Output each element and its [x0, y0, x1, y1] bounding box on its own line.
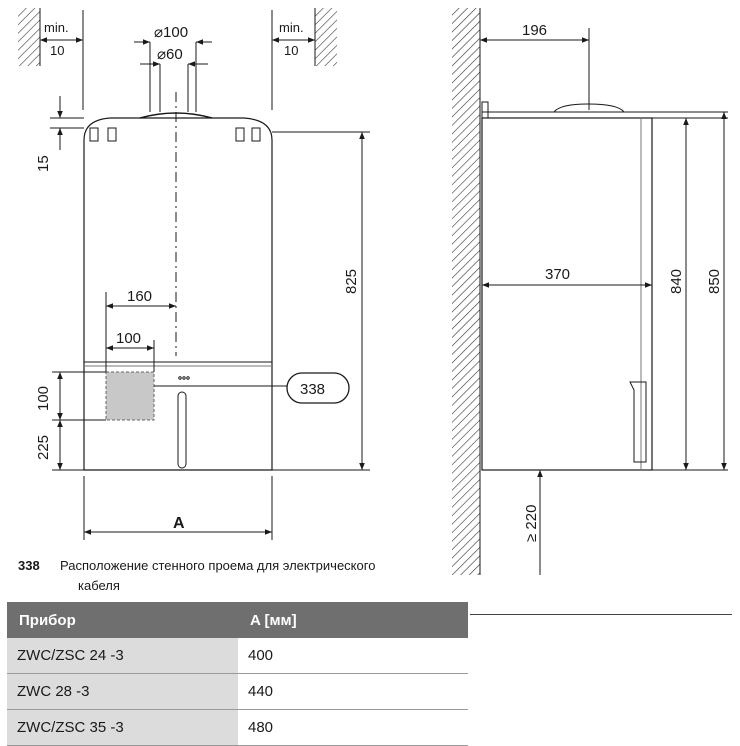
front-view-labels: min. 10 min. 10 ⌀100 ⌀60 15 825 160 100 … [35, 20, 360, 532]
caption-number: 338 [18, 558, 40, 573]
left-wall-hatch [18, 8, 40, 66]
width-a-label: A [173, 515, 185, 532]
dim-850-label: 850 [706, 269, 723, 294]
a-value-cell: 440 [238, 673, 468, 710]
diameter-inner-label: ⌀60 [157, 46, 183, 63]
side-view [452, 8, 728, 575]
dim-160-label: 160 [127, 288, 152, 305]
min-left-label: min. [44, 20, 69, 35]
caption-text-line2: кабеля [78, 578, 120, 593]
dim-370-label: 370 [545, 266, 570, 283]
callout-label: 338 [300, 381, 325, 398]
table-row: ZWC/ZSC 24 -3 400 [7, 638, 468, 674]
caption-text-line1: Расположение стенного проема для электри… [60, 558, 376, 573]
side-view-labels: 196 370 840 850 ≥ 220 [522, 22, 723, 542]
table-right-rule [470, 614, 732, 615]
dim-840-label: 840 [668, 269, 685, 294]
a-value-cell: 400 [238, 638, 468, 674]
min-left-value: 10 [50, 43, 64, 58]
callout-bubble [286, 372, 350, 404]
dim-100-h-label: 100 [116, 330, 141, 347]
figure-caption: 338 Расположение стенного проема для элек… [18, 556, 458, 596]
dim-15-label: 15 [35, 155, 52, 172]
dim-220-label: ≥ 220 [523, 505, 540, 542]
min-right-value: 10 [284, 43, 298, 58]
dim-225-label: 225 [35, 435, 52, 460]
cable-opening [105, 371, 155, 421]
rear-wall-hatch [452, 8, 480, 575]
dim-825-label: 825 [343, 269, 360, 294]
dim-196-label: 196 [522, 22, 547, 39]
dim-100-v-label: 100 [35, 386, 52, 411]
right-wall-hatch [315, 8, 337, 66]
table-row: ZWC/ZSC 35 -3 480 [7, 709, 468, 746]
device-cell: ZWC 28 -3 [7, 673, 238, 710]
boiler-side-outline [481, 117, 653, 471]
front-view [18, 8, 370, 540]
device-cell: ZWC/ZSC 24 -3 [7, 638, 238, 674]
a-value-cell: 480 [238, 709, 468, 746]
header-device: Прибор [7, 602, 238, 638]
device-cell: ZWC/ZSC 35 -3 [7, 709, 238, 746]
table-row: ZWC 28 -3 440 [7, 673, 468, 710]
min-right-label: min. [279, 20, 304, 35]
table-header-row: Прибор A [мм] [7, 602, 468, 638]
diameter-outer-label: ⌀100 [154, 24, 188, 41]
boiler-front-outline [83, 117, 273, 471]
header-a-mm: A [мм] [238, 602, 468, 638]
dimension-table: Прибор A [мм] ZWC/ZSC 24 -3 400 ZWC 28 -… [7, 602, 468, 746]
